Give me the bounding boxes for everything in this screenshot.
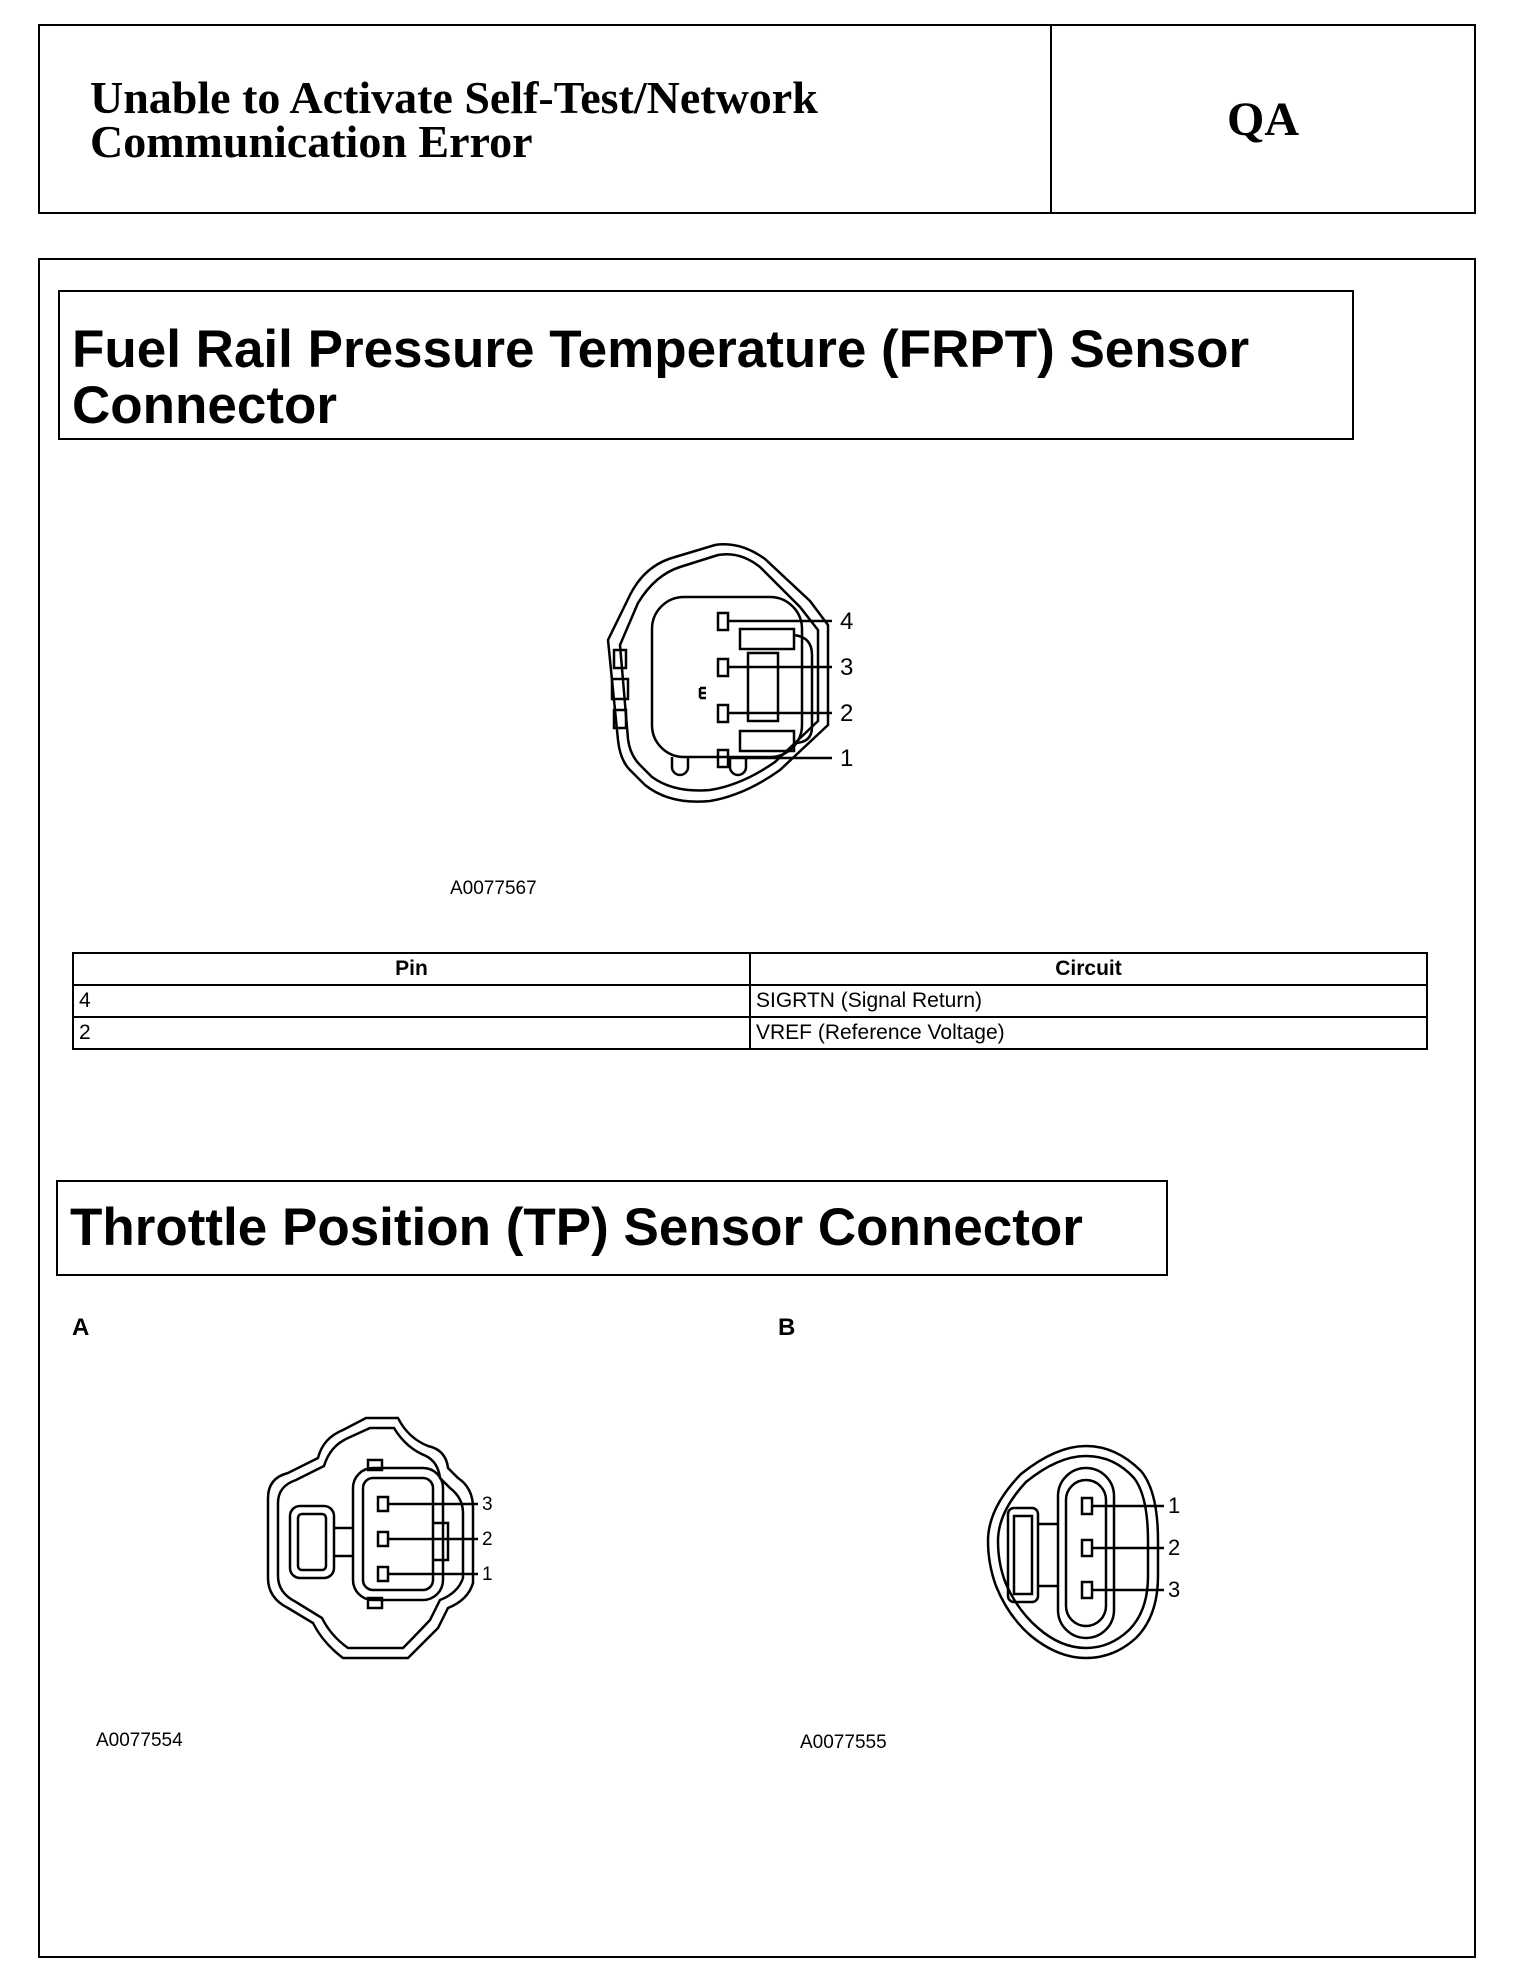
pin-cell: 2 [72,1016,751,1050]
frpt-figure-id: A0077567 [450,878,537,899]
circuit-cell: VREF (Reference Voltage) [749,1016,1428,1050]
frpt-pin-label: 3 [840,654,853,681]
tp-b-pin-label: 1 [1168,1493,1180,1518]
tp-b-label: B [778,1314,796,1341]
circuit-column-header: Circuit [749,952,1428,986]
table-row: 2 VREF (Reference Voltage) [72,1016,1428,1050]
header-divider [1050,26,1052,212]
tp-b-figure-id: A0077555 [800,1732,887,1753]
tp-a-label: A [72,1314,90,1341]
header-box: Unable to Activate Self-Test/Network Com… [38,24,1476,214]
main-content-box: Fuel Rail Pressure Temperature (FRPT) Se… [38,258,1476,1958]
tp-connector-a-diagram: 3 2 1 [266,1416,493,1660]
table-row: 4 SIGRTN (Signal Return) [72,984,1428,1018]
tp-connector-b-diagram: 1 2 3 [986,1444,1180,1660]
frpt-connector-diagram: 4 3 2 1 [606,543,853,803]
circuit-cell: SIGRTN (Signal Return) [749,984,1428,1018]
section-code: QA [1227,92,1299,146]
frpt-pin-label: 4 [840,608,853,635]
frpt-pin-label: 2 [840,700,853,727]
tp-b-pin-label: 2 [1168,1535,1180,1560]
tp-a-pin-label: 3 [482,1494,493,1515]
tp-a-pin-label: 1 [482,1564,493,1585]
page-title: Unable to Activate Self-Test/Network Com… [90,72,818,167]
table-header-row: Pin Circuit [72,952,1428,986]
pin-cell: 4 [72,984,751,1018]
tp-b-pin-label: 3 [1168,1577,1180,1602]
frpt-pin-table: Pin Circuit 4 SIGRTN (Signal Return) 2 V… [72,952,1428,1050]
tp-section-title: Throttle Position (TP) Sensor Connector [56,1180,1168,1276]
tp-a-figure-id: A0077554 [96,1730,183,1751]
tp-a-pin-label: 2 [482,1529,493,1550]
frpt-pin-label: 1 [840,745,853,772]
frpt-section-title: Fuel Rail Pressure Temperature (FRPT) Se… [58,290,1354,440]
pin-column-header: Pin [72,952,751,986]
